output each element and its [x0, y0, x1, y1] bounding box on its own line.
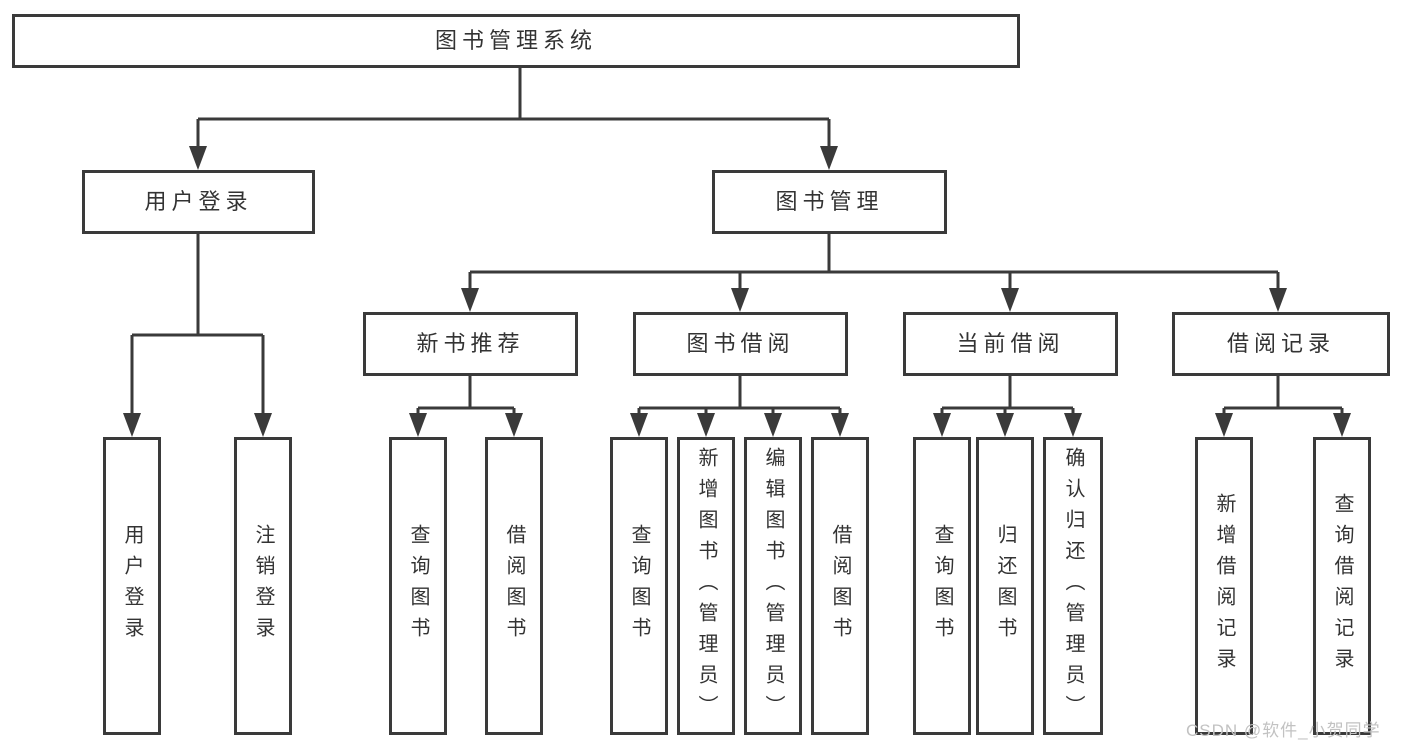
leaf-query-borrow-record: 查询借阅记录: [1313, 437, 1371, 735]
csdn-watermark: CSDN @软件_小贺同学: [1186, 721, 1381, 740]
node-new-book-recommend: 新书推荐: [363, 312, 578, 376]
arrowhead-icons: [123, 146, 1351, 437]
leaf-add-books-admin: 新增图书（管理员）: [677, 437, 735, 735]
node-current-borrowing: 当前借阅: [903, 312, 1118, 376]
leaf-logout: 注销登录: [234, 437, 292, 735]
leaf-borrow-query-books: 查询图书: [610, 437, 668, 735]
leaf-current-query-books: 查询图书: [913, 437, 971, 735]
leaf-confirm-return-admin: 确认归还（管理员）: [1043, 437, 1103, 735]
leaf-add-borrow-record: 新增借阅记录: [1195, 437, 1253, 735]
leaf-return-books: 归还图书: [976, 437, 1034, 735]
node-user-login-group: 用户登录: [82, 170, 315, 234]
node-book-management: 图书管理: [712, 170, 947, 234]
leaf-edit-books-admin: 编辑图书（管理员）: [744, 437, 802, 735]
leaf-user-login: 用户登录: [103, 437, 161, 735]
node-book-borrowing: 图书借阅: [633, 312, 848, 376]
node-library-management-system: 图书管理系统: [12, 14, 1020, 68]
leaf-borrow-books: 借阅图书: [811, 437, 869, 735]
node-borrow-records: 借阅记录: [1172, 312, 1390, 376]
leaf-recommend-borrow-books: 借阅图书: [485, 437, 543, 735]
leaf-recommend-query-books: 查询图书: [389, 437, 447, 735]
